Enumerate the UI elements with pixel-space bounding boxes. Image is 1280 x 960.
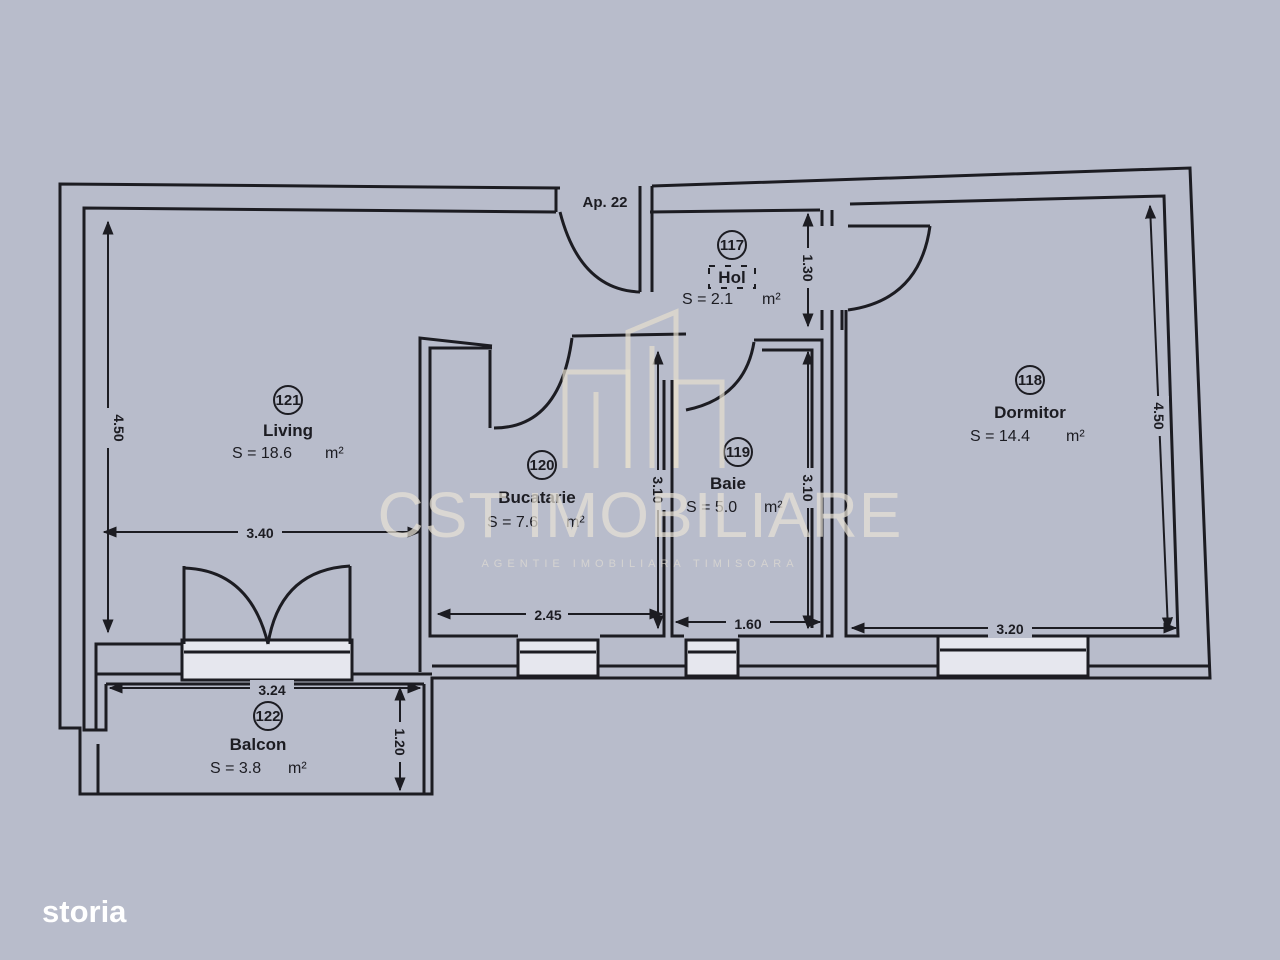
room-number: 118 <box>1018 372 1042 389</box>
watermark-building-icon <box>562 308 725 468</box>
room-area-unit: m² <box>288 760 307 777</box>
room-name: Baie <box>710 474 746 493</box>
storia-logo: storia <box>42 894 127 929</box>
room-number-circle <box>273 385 303 415</box>
doors <box>182 211 932 645</box>
room-area-unit: m² <box>1066 428 1085 445</box>
room-area-unit: m² <box>762 291 781 308</box>
room-number-circle <box>717 230 747 260</box>
room-number-circle <box>1015 365 1045 395</box>
room-area: S = 3.8 <box>210 760 261 777</box>
room-number: 117 <box>720 237 744 254</box>
room-number-circle <box>527 450 557 480</box>
room-name: Hol <box>718 268 745 287</box>
bath-window <box>684 638 740 678</box>
dim-bedroom-width: 3.20 <box>996 621 1023 637</box>
room-name: Living <box>263 421 313 440</box>
kitchen-wall <box>418 336 493 672</box>
room-living: 121 Living S = 18.6 m² <box>232 385 344 462</box>
room-bucatarie: 120 Bucatarie S = 7.6 m² <box>487 450 585 531</box>
apartment-label: Ap. 22 <box>582 194 627 211</box>
dim-kitchen-height: 3.10 <box>650 476 666 503</box>
dimension-labels: 4.50 3.40 2.45 3.10 1.60 3.10 1.30 3.20 … <box>98 248 1169 762</box>
dim-living-height: 4.50 <box>111 414 127 441</box>
dim-bath-width: 1.60 <box>734 616 761 632</box>
watermark-name: CST IMOBILIARE <box>378 479 903 551</box>
room-baie: 119 Baie S = 5.0 m² <box>686 437 783 516</box>
room-area: S = 7.6 <box>487 514 538 531</box>
bath-door-swing <box>685 341 756 412</box>
dim-bath-height: 3.10 <box>800 474 816 501</box>
entrance-door-swing <box>558 211 641 294</box>
room-name: Bucatarie <box>498 488 575 507</box>
room-number: 120 <box>529 457 554 474</box>
bedroom-window <box>936 634 1090 678</box>
room-area-unit: m² <box>764 499 783 516</box>
room-area-unit: m² <box>566 514 585 531</box>
room-area-unit: m² <box>325 445 344 462</box>
room-balcon: 122 Balcon S = 3.8 m² <box>210 701 307 777</box>
room-number: 119 <box>726 444 750 461</box>
living-window <box>180 638 354 682</box>
room-number: 121 <box>275 392 300 409</box>
room-area: S = 5.0 <box>686 499 737 516</box>
room-name: Balcon <box>230 735 287 754</box>
kitchen-window <box>516 638 600 678</box>
dim-balcony-width: 3.24 <box>258 682 285 698</box>
room-area: S = 14.4 <box>970 428 1030 445</box>
dim-bedroom-height: 4.50 <box>1151 402 1167 429</box>
balcony-door-swing-left <box>183 566 270 645</box>
room-number: 122 <box>255 708 280 725</box>
outer-wall <box>58 166 1212 796</box>
room-hol: 117 Hol S = 2.1 m² <box>682 230 781 308</box>
room-dormitor: 118 Dormitor S = 14.4 m² <box>970 365 1085 445</box>
bedroom-door-swing <box>847 225 932 312</box>
watermark: CST IMOBILIARE AGENTIE IMOBILIARA TIMISO… <box>378 308 903 570</box>
room-area: S = 18.6 <box>232 445 292 462</box>
dim-kitchen-width: 2.45 <box>534 607 561 623</box>
balcony-door-swing-right <box>266 564 351 645</box>
kitchen-door-swing <box>493 337 574 430</box>
dim-hall-height: 1.30 <box>800 254 816 281</box>
inner-wall-top-right <box>649 208 821 214</box>
room-name: Dormitor <box>994 403 1066 422</box>
room-number-circle <box>253 701 283 731</box>
room-area: S = 2.1 <box>682 291 733 308</box>
dim-living-width: 3.40 <box>246 525 273 541</box>
windows <box>180 634 1090 682</box>
dim-balcony-height: 1.20 <box>392 728 408 755</box>
watermark-tagline: AGENTIE IMOBILIARA TIMISOARA <box>481 558 798 570</box>
